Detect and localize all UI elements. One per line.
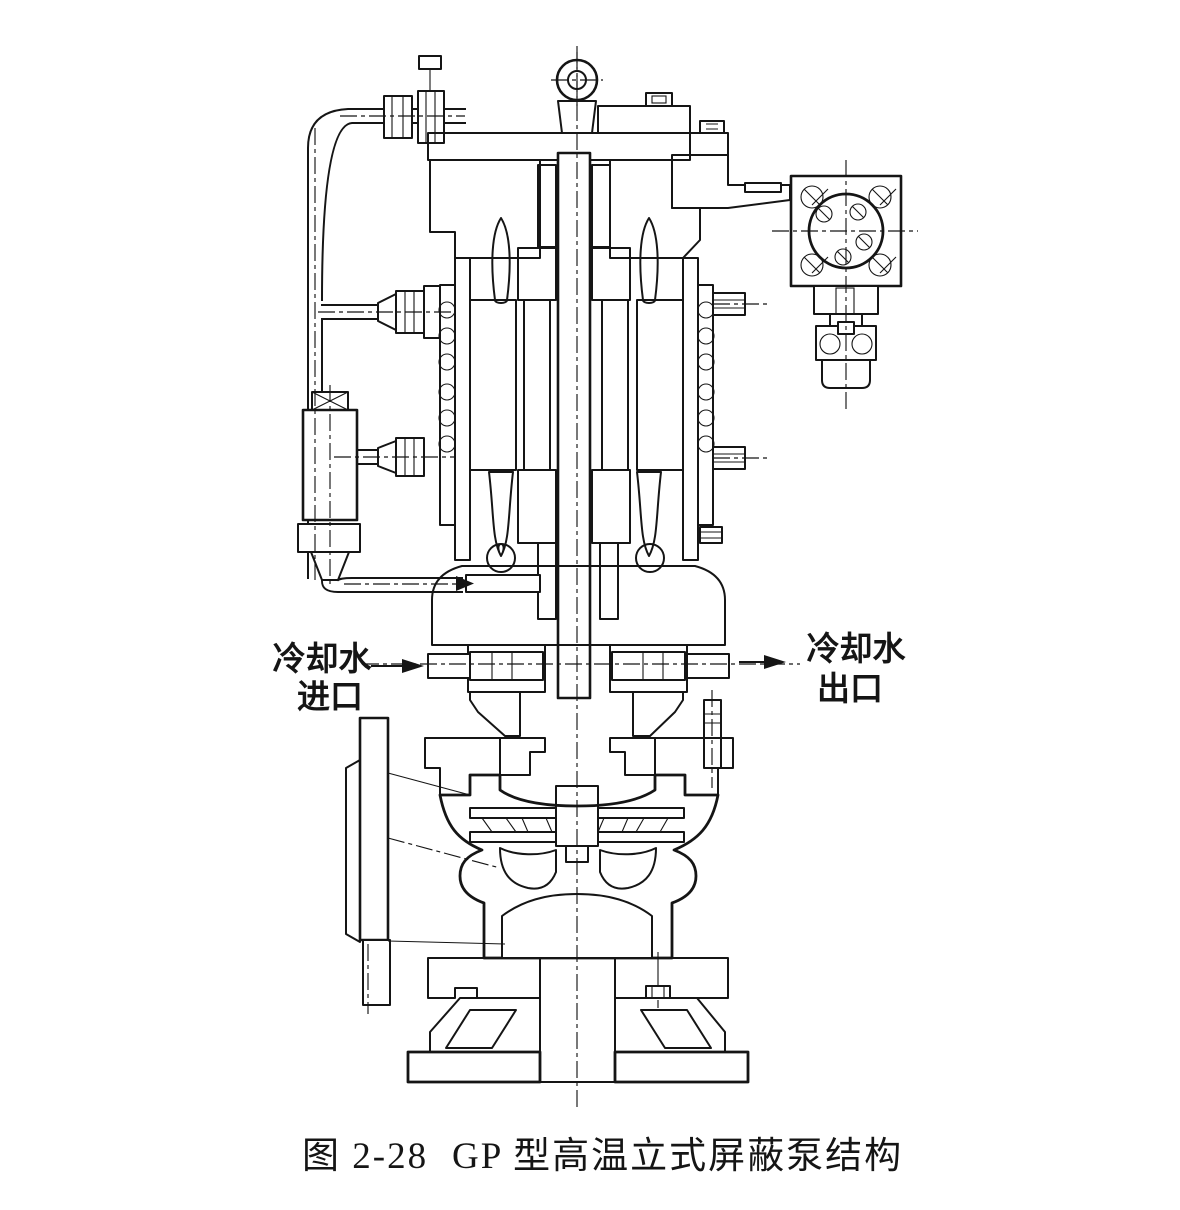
coolant-inlet-line2: 进口	[297, 679, 363, 716]
stator-winding-left	[469, 299, 517, 471]
figure-caption-title: GP 型高温立式屏蔽泵结构	[452, 1135, 903, 1177]
pump-shaft	[556, 151, 592, 700]
centerlines	[314, 46, 918, 1110]
suction-flange	[345, 716, 506, 1006]
coolant-outlet-label: 冷却水 出口	[807, 631, 907, 708]
coolant-outlet-line1: 冷却水	[807, 631, 907, 668]
winding-end-turns	[488, 217, 662, 557]
coolant-inlet-line1: 冷却水	[273, 641, 373, 678]
stator-winding-right	[636, 299, 684, 471]
coolant-outlet-line2: 出口	[817, 671, 883, 708]
impeller	[469, 785, 685, 863]
figure-caption-number: 图 2-28	[302, 1136, 428, 1177]
tie-bolt-circles	[438, 301, 715, 453]
cooling-water-connection-right	[609, 644, 730, 693]
base-pedestal	[406, 957, 750, 1084]
figure-caption: 图 2-28 GP 型高温立式屏蔽泵结构	[302, 1135, 903, 1177]
coolant-inlet-arrow	[371, 659, 424, 673]
coolant-inlet-label: 冷却水 进口	[273, 641, 373, 716]
cooling-water-connection-left	[427, 644, 546, 693]
bypass-filter-cylinder	[297, 391, 361, 581]
motor-internals	[469, 151, 684, 700]
coolant-outlet-arrow	[739, 655, 786, 669]
